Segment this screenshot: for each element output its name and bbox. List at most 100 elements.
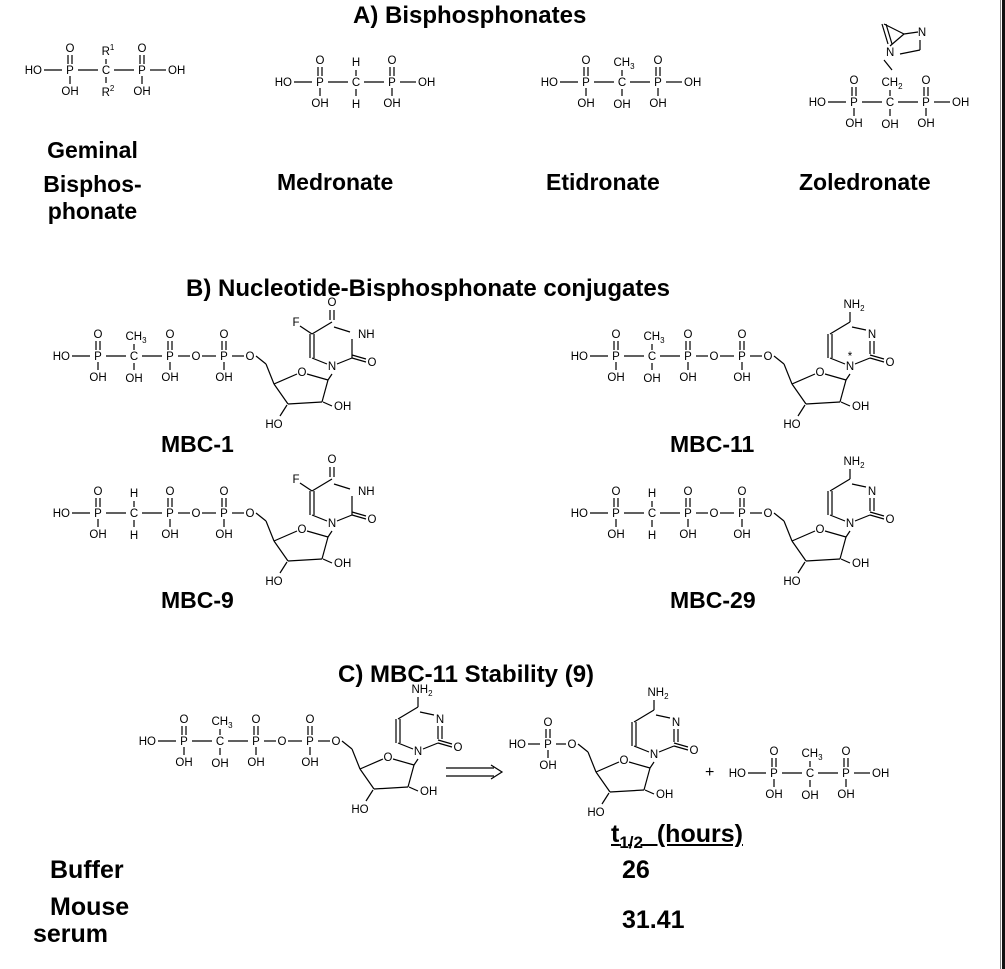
bond — [327, 530, 333, 538]
bond — [595, 771, 611, 793]
nitrogen-atom: N — [918, 27, 926, 39]
hydroxyl-label: OH — [89, 372, 106, 384]
hydroxyl-label: HO — [265, 576, 282, 588]
plus-sign: + — [705, 764, 715, 781]
oxygen-atom: O — [278, 736, 287, 748]
buffer-value: 26 — [622, 856, 650, 884]
nitrogen-atom: N — [328, 361, 336, 373]
methyl-group: CH3 — [801, 748, 823, 762]
phosphorus-atom: P — [252, 736, 260, 748]
hydroxyl-label: OH — [643, 373, 660, 385]
phosphorus-atom: P — [582, 77, 590, 89]
oxygen-atom: O — [246, 351, 255, 363]
phosphorus-atom: P — [612, 508, 620, 520]
bond — [365, 789, 374, 802]
nitrogen-atom: N — [846, 361, 854, 373]
methyl-group: CH3 — [125, 331, 147, 345]
bond — [413, 758, 419, 766]
oxygen-atom: O — [684, 329, 693, 341]
ring-oxygen: O — [816, 524, 825, 536]
phosphorus-atom: P — [544, 739, 552, 751]
bond — [311, 514, 328, 522]
hydroxyl-label: OH — [420, 786, 437, 798]
hydroxyl-label: OH — [301, 757, 318, 769]
carbon-atom: C — [648, 351, 656, 363]
hydroxyl-label: OH — [168, 65, 185, 77]
hydroxyl-label: OH — [684, 77, 701, 89]
bond — [351, 514, 367, 520]
oxygen-atom: O — [738, 329, 747, 341]
imide-nh: NH — [358, 329, 375, 341]
oxygen-atom: O — [738, 486, 747, 498]
half-life-subscript: 1/2 — [619, 833, 643, 852]
hydroxyl-label: HO — [53, 351, 70, 363]
bond — [255, 355, 267, 365]
mbc-11-label: MBC-11 — [670, 431, 755, 457]
bond — [336, 357, 353, 365]
bond — [306, 530, 329, 538]
methylene-group: CH2 — [881, 77, 903, 91]
carbon-atom: C — [648, 508, 656, 520]
phosphorus-atom: P — [94, 508, 102, 520]
phosphorus-atom: P — [94, 351, 102, 363]
bond — [311, 357, 328, 365]
phosphorus-atom: P — [220, 508, 228, 520]
nitrogen-atom: N — [650, 749, 658, 761]
methyl-group: CH3 — [613, 57, 635, 71]
bond — [869, 511, 885, 517]
bond — [587, 751, 597, 773]
bond — [845, 373, 851, 381]
bond — [577, 743, 589, 753]
hydroxyl-label: OH — [61, 86, 78, 98]
carbonyl-oxygen: O — [328, 297, 337, 309]
bond — [883, 59, 893, 71]
bond — [336, 514, 353, 522]
hydroxyl-label: OH — [679, 529, 696, 541]
right-edge-border — [1002, 0, 1005, 969]
hydroxyl-label: HO — [351, 804, 368, 816]
hydrogen-atom: H — [130, 530, 138, 542]
nitrogen-atom: N — [436, 714, 444, 726]
phosphorus-atom: P — [850, 97, 858, 109]
nitrogen-atom: N — [672, 717, 680, 729]
hydroxyl-label: OH — [211, 758, 228, 770]
carbonyl-oxygen: O — [328, 454, 337, 466]
carbonyl-oxygen: O — [454, 742, 463, 754]
hydroxyl-label: OH — [649, 98, 666, 110]
amino-group: NH2 — [843, 456, 865, 470]
half-life-header: t1/2 (hours) — [611, 820, 743, 853]
phosphorus-atom: P — [842, 768, 850, 780]
arrow-tip — [490, 764, 504, 780]
phosphorus-atom: P — [738, 351, 746, 363]
bond — [824, 373, 847, 381]
bond — [840, 401, 851, 407]
hydroxyl-label: OH — [334, 558, 351, 570]
nitrogen-atom: N — [328, 518, 336, 530]
bond — [306, 373, 329, 381]
hydroxyl-label: OH — [161, 372, 178, 384]
bond — [633, 745, 650, 753]
bond — [797, 561, 806, 574]
oxygen-atom: O — [544, 717, 553, 729]
hydroxyl-label: OH — [125, 373, 142, 385]
bond — [869, 357, 885, 363]
ring-oxygen: O — [298, 524, 307, 536]
phosphorus-atom: P — [220, 351, 228, 363]
hydroxyl-label: OH — [801, 790, 818, 802]
bond — [845, 530, 851, 538]
oxygen-atom: O — [166, 329, 175, 341]
half-life-unit: (hours) — [642, 820, 743, 848]
bond — [883, 23, 905, 35]
hydroxyl-label: OH — [383, 98, 400, 110]
bond — [851, 326, 867, 331]
hydroxyl-label: OH — [917, 118, 934, 130]
section-b-title: B) Nucleotide-Bisphosphonate conjugates — [186, 275, 671, 302]
bond — [628, 761, 651, 769]
hydroxyl-label: OH — [765, 789, 782, 801]
r1-substituent: R1 — [102, 43, 115, 58]
phosphorus-atom: P — [180, 736, 188, 748]
carbonyl-oxygen: O — [690, 745, 699, 757]
reaction-arrow — [446, 764, 504, 780]
hydroxyl-label: OH — [607, 529, 624, 541]
